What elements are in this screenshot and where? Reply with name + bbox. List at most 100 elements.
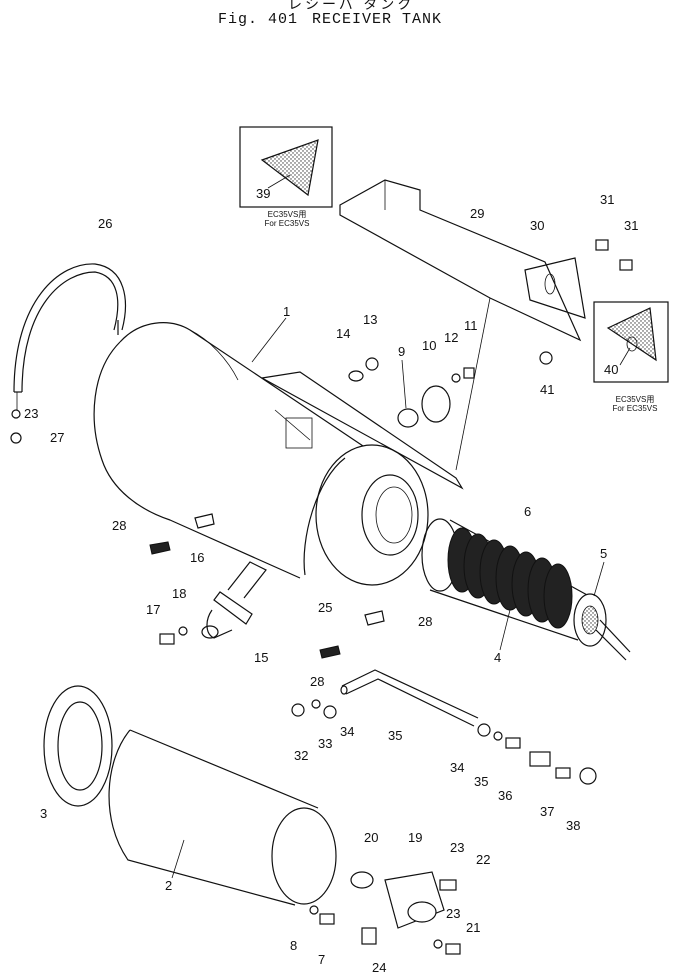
plug-13 bbox=[365, 357, 379, 371]
callout-32: 32 bbox=[294, 748, 308, 763]
callout-35b: 35 bbox=[474, 774, 488, 789]
callout-31b: 31 bbox=[624, 218, 638, 233]
elbow-32 bbox=[291, 703, 305, 717]
inset-caption-right: EC35VS用 For EC35VS bbox=[600, 395, 670, 413]
figure-title: Fig. 401 RECEIVER TANK bbox=[218, 11, 442, 28]
callout-26: 26 bbox=[98, 216, 112, 231]
title-japanese: レシーバ タンク bbox=[288, 0, 415, 13]
o-ring-20 bbox=[350, 871, 374, 889]
callout-25: 25 bbox=[318, 600, 332, 615]
nut-34a bbox=[323, 705, 337, 719]
pad-28c bbox=[364, 610, 385, 626]
bolt-31b bbox=[619, 259, 633, 271]
inset-caption-right-line2: For EC35VS bbox=[612, 404, 658, 413]
callout-23c: 23 bbox=[446, 906, 460, 921]
callout-37: 37 bbox=[540, 804, 554, 819]
callout-34a: 34 bbox=[340, 724, 354, 739]
callout-23b: 23 bbox=[450, 840, 464, 855]
nut-41 bbox=[539, 351, 553, 365]
callout-19: 19 bbox=[408, 830, 422, 845]
receiver-tank-1 bbox=[93, 322, 464, 586]
nut-34b bbox=[477, 723, 491, 737]
element-housing-2 bbox=[108, 729, 337, 906]
bracket-29 bbox=[339, 179, 582, 471]
callout-6: 6 bbox=[524, 504, 531, 519]
bolt-11 bbox=[463, 367, 475, 379]
callout-34b: 34 bbox=[450, 760, 464, 775]
callout-22: 22 bbox=[476, 852, 490, 867]
inset-caption-left: EC35VS用 For EC35VS bbox=[252, 210, 322, 228]
callout-17: 17 bbox=[146, 602, 160, 617]
gasket-3 bbox=[43, 685, 113, 807]
elbow-38 bbox=[579, 767, 597, 785]
body-37 bbox=[529, 751, 551, 767]
nut-27 bbox=[10, 432, 22, 444]
callout-13: 13 bbox=[363, 312, 377, 327]
plate-30 bbox=[524, 257, 586, 319]
callout-4: 4 bbox=[494, 650, 501, 665]
cover-19 bbox=[384, 871, 445, 929]
callout-7: 7 bbox=[318, 952, 325, 967]
inset-box-right bbox=[593, 301, 669, 383]
pad-28b bbox=[149, 541, 171, 555]
callout-36: 36 bbox=[498, 788, 512, 803]
o-ring-9 bbox=[397, 408, 419, 428]
inset-box-left bbox=[239, 126, 333, 208]
callout-28b: 28 bbox=[418, 614, 432, 629]
callout-5: 5 bbox=[600, 546, 607, 561]
o-ring-14 bbox=[348, 370, 364, 382]
callout-39: 39 bbox=[256, 186, 270, 201]
figure-number: Fig. 401 bbox=[218, 11, 299, 28]
band-26 bbox=[13, 263, 126, 410]
nipple-36 bbox=[505, 737, 521, 749]
elbow-24 bbox=[361, 927, 377, 945]
callout-28a: 28 bbox=[112, 518, 126, 533]
pad-28a bbox=[194, 513, 215, 529]
callout-15: 15 bbox=[254, 650, 268, 665]
pipe-35 bbox=[340, 669, 479, 727]
fin-pack-6 bbox=[447, 527, 573, 629]
callout-12: 12 bbox=[444, 330, 458, 345]
callout-20: 20 bbox=[364, 830, 378, 845]
callout-24: 24 bbox=[372, 960, 386, 974]
bolt-22 bbox=[439, 879, 457, 891]
callout-33: 33 bbox=[318, 736, 332, 751]
inset-caption-right-line1: EC35VS用 bbox=[615, 395, 655, 404]
callout-14: 14 bbox=[336, 326, 350, 341]
nut-23 bbox=[11, 409, 21, 419]
washer-33 bbox=[311, 699, 321, 709]
washer-12 bbox=[451, 373, 461, 383]
pad-40-shape bbox=[606, 307, 657, 362]
callout-28c: 28 bbox=[310, 674, 324, 689]
callout-27: 27 bbox=[50, 430, 64, 445]
pad-28d bbox=[319, 645, 341, 659]
callout-11: 11 bbox=[464, 318, 478, 333]
callout-9: 9 bbox=[398, 344, 405, 359]
callout-16: 16 bbox=[190, 550, 204, 565]
callout-35a: 35 bbox=[388, 728, 402, 743]
callout-38: 38 bbox=[566, 818, 580, 833]
callout-10: 10 bbox=[422, 338, 436, 353]
callout-29: 29 bbox=[470, 206, 484, 221]
pipe-15 bbox=[201, 561, 267, 639]
bolt-31a bbox=[595, 239, 609, 251]
cover-10 bbox=[421, 385, 451, 423]
callout-3: 3 bbox=[40, 806, 47, 821]
washer-35 bbox=[493, 731, 503, 741]
bolt-17 bbox=[159, 633, 175, 645]
callout-2: 2 bbox=[165, 878, 172, 893]
fitting-37 bbox=[555, 767, 571, 779]
inset-caption-left-line1: EC35VS用 bbox=[267, 210, 307, 219]
callout-40: 40 bbox=[604, 362, 618, 377]
callout-41: 41 bbox=[540, 382, 554, 397]
callout-1: 1 bbox=[283, 304, 290, 319]
callout-31a: 31 bbox=[600, 192, 614, 207]
washer-23 bbox=[433, 939, 443, 949]
bolt-7 bbox=[319, 913, 335, 925]
figure-name: RECEIVER TANK bbox=[312, 11, 443, 28]
washer-18 bbox=[178, 626, 188, 636]
callout-labels: 1 2 3 4 5 6 7 8 9 10 11 12 13 14 15 16 1… bbox=[24, 186, 638, 974]
inset-caption-left-line2: For EC35VS bbox=[264, 219, 310, 228]
